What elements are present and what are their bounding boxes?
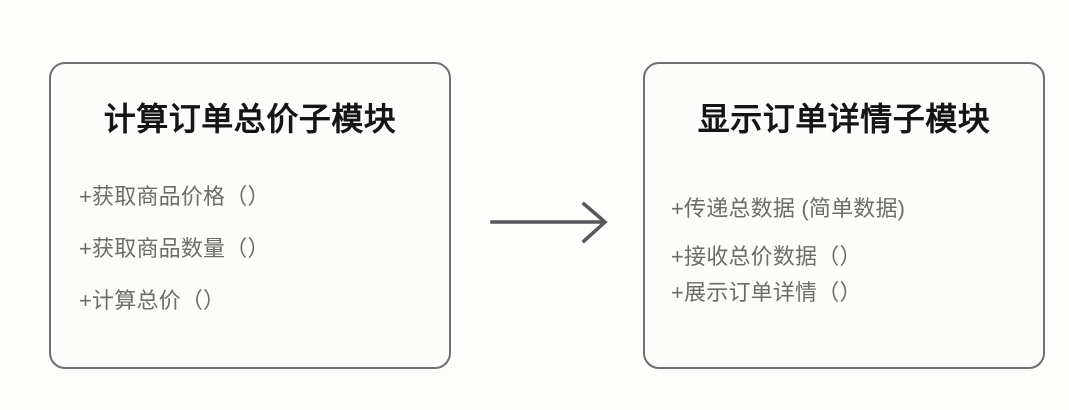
method-item: +获取商品价格（） bbox=[79, 184, 270, 209]
method-item: +获取商品数量（） bbox=[79, 236, 270, 261]
method-list: +获取商品价格（） +获取商品数量（） +计算总价（） bbox=[51, 186, 449, 312]
module-title: 显示订单详情子模块 bbox=[697, 101, 991, 137]
method-item: +接收总价数据（） bbox=[671, 244, 862, 269]
method-item: +传递总数据 (简单数据) bbox=[671, 196, 906, 221]
method-item: +计算总价（） bbox=[79, 288, 226, 313]
module-box-calc-total-price[interactable]: 计算订单总价子模块 +获取商品价格（） +获取商品数量（） +计算总价（） bbox=[49, 62, 451, 369]
module-box-show-order-detail[interactable]: 显示订单详情子模块 +传递总数据 (简单数据) +接收总价数据（） +展示订单详… bbox=[643, 62, 1045, 369]
method-item: +展示订单详情（） bbox=[671, 280, 862, 305]
module-title: 计算订单总价子模块 bbox=[103, 101, 397, 137]
arrow-right-icon bbox=[488, 198, 612, 248]
method-list: +传递总数据 (简单数据) +接收总价数据（） +展示订单详情（） bbox=[645, 198, 1043, 304]
